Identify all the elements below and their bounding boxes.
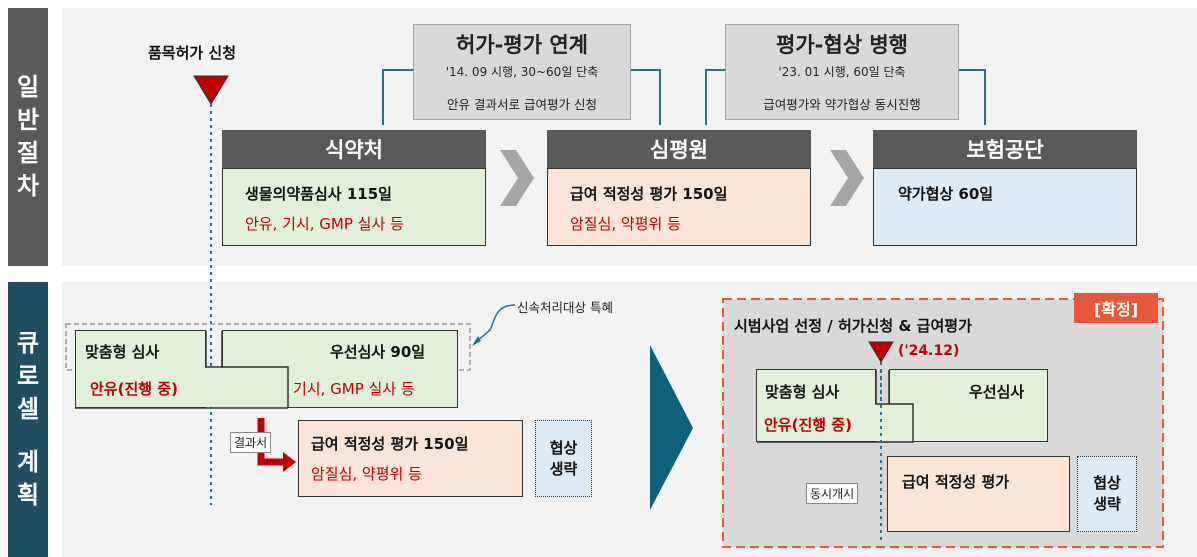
stage-detail-text: 암질심, 약평위 등 — [570, 215, 681, 233]
result-doc-label: 결과서 — [230, 432, 272, 453]
general-sidebar-char: 절 — [16, 139, 40, 167]
negotiation-line-2: 생략 — [549, 459, 578, 478]
pilot-custom-review-status: 안유(진행 중) — [764, 416, 852, 434]
cureocell-sidebar-char: 로 — [16, 362, 40, 390]
stage-main-text: 약가협상 60일 — [898, 185, 994, 203]
pilot-step-fill — [757, 404, 913, 441]
pilot-date: ('24.12) — [898, 343, 960, 359]
priority-review-detail: 기시, GMP 실사 등 — [293, 380, 415, 398]
step-fill — [76, 368, 288, 407]
negotiation-line-2: 생략 — [1093, 495, 1121, 513]
callout-title: 허가-평가 연계 — [456, 33, 588, 57]
callout-description: 안유 결과서로 급여평가 신청 — [447, 97, 597, 112]
benefit-detail-text: 암질심, 약평위 등 — [311, 465, 422, 483]
benefit-eval-box: 급여 적정성 평가 150일 암질심, 약평위 등 — [298, 420, 523, 497]
stage-header-hira: 심평원 — [547, 130, 811, 168]
stage-header-mfds: 식약처 — [222, 130, 486, 168]
pilot-negotiation-skip-box: 협상 생략 — [1077, 456, 1137, 532]
stage-main-text: 급여 적정성 평가 150일 — [570, 185, 728, 203]
custom-review-label: 맞춤형 심사 — [85, 343, 160, 361]
cureocell-sidebar-char: 계 — [16, 448, 40, 476]
pilot-title: 시범사업 선정 / 허가신청 & 급여평가 — [734, 317, 972, 335]
stage-box-hira: 급여 적정성 평가 150일 암질심, 약평위 등 — [547, 168, 811, 246]
callout-subtitle: '23. 01 시행, 60일 단축 — [778, 65, 906, 79]
stage-box-nhis: 약가협상 60일 — [873, 168, 1137, 246]
pilot-priority-review-box — [889, 369, 1048, 442]
confirmed-badge: [확정] — [1074, 293, 1158, 323]
concurrent-start-label: 동시개시 — [806, 483, 859, 504]
callout-subtitle: '14. 09 시행, 30~60일 단축 — [445, 65, 599, 79]
negotiation-line-1: 협상 — [1093, 474, 1121, 492]
callout-description: 급여평가와 약가협상 동시진행 — [763, 97, 921, 112]
pilot-benefit-text: 급여 적정성 평가 — [902, 473, 1010, 491]
stage-detail-text: 안유, 기시, GMP 실사 등 — [245, 215, 404, 233]
pilot-custom-review-label: 맞춤형 심사 — [765, 383, 840, 401]
callout-title: 평가-협상 병행 — [776, 33, 908, 57]
general-sidebar-char: 일 — [16, 73, 40, 101]
callout-approval-link: 허가-평가 연계 '14. 09 시행, 30~60일 단축 안유 결과서로 급… — [413, 24, 631, 120]
priority-review-label: 우선심사 90일 — [330, 343, 426, 361]
start-label: 품목허가 신청 — [148, 44, 237, 62]
callout-parallel-negotiation: 평가-협상 병행 '23. 01 시행, 60일 단축 급여평가와 약가협상 동… — [725, 24, 959, 120]
general-sidebar-char: 반 — [16, 106, 40, 134]
stage-box-mfds: 생물의약품심사 115일 안유, 기시, GMP 실사 등 — [222, 168, 486, 246]
confirmed-badge-text: [확정] — [1093, 300, 1139, 319]
negotiation-skip-box: 협상 생략 — [535, 420, 592, 497]
stage-header-nhis: 보험공단 — [873, 130, 1137, 168]
stage-main-text: 생물의약품심사 115일 — [245, 185, 392, 203]
benefit-main-text: 급여 적정성 평가 150일 — [311, 435, 469, 453]
cureocell-sidebar-char: 큐 — [16, 329, 40, 357]
custom-review-status: 안유(진행 중) — [90, 380, 178, 398]
pilot-benefit-eval-box: 급여 적정성 평가 — [887, 456, 1070, 532]
pilot-priority-review-label: 우선심사 — [969, 383, 1025, 401]
general-sidebar-char: 차 — [16, 172, 40, 200]
negotiation-line-1: 협상 — [549, 438, 578, 457]
fast-track-note: 신속처리대상 특혜 — [517, 300, 613, 315]
cureocell-sidebar-char: 셀 — [16, 395, 40, 423]
cureocell-sidebar-char: 획 — [16, 481, 40, 509]
